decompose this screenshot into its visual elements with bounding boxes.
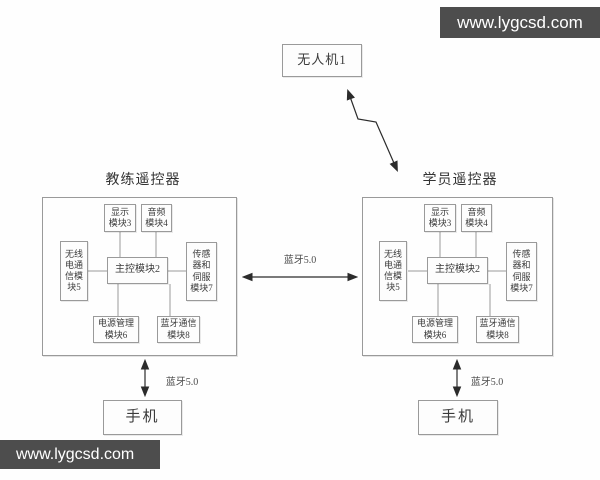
watermark-bottom-left: www.lygcsd.com [0, 440, 160, 469]
coach-audio-module: 音频 模块4 [141, 204, 172, 232]
bluetooth-label-coach-phone: 蓝牙5.0 [165, 377, 199, 388]
coach-radio-module: 无线 电通 信模 块5 [60, 241, 88, 301]
student-sensor-module: 传感 器和 伺服 模块7 [506, 242, 537, 301]
coach-main-module: 主控模块2 [107, 257, 168, 284]
watermark-top-right: www.lygcsd.com [440, 7, 600, 38]
link-arrows [140, 88, 462, 398]
student-internal-connectors [408, 232, 506, 316]
bluetooth-label-middle: 蓝牙5.0 [283, 255, 317, 266]
drone-box: 无人机1 [282, 44, 362, 77]
student-radio-module: 无线 电通 信模 块5 [379, 241, 407, 301]
coach-sensor-module: 传感 器和 伺服 模块7 [186, 242, 217, 301]
coach-phone-box: 手机 [103, 400, 182, 435]
student-main-module: 主控模块2 [427, 257, 488, 284]
student-display-module: 显示 模块3 [424, 204, 456, 232]
coach-bluetooth-module: 蓝牙通信 模块8 [157, 316, 200, 343]
coach-internal-connectors [88, 232, 186, 316]
coach-power-module: 电源管理 模块6 [93, 316, 139, 343]
student-power-module: 电源管理 模块6 [412, 316, 458, 343]
coach-controller-box [42, 197, 237, 356]
drone-to-student-arrow [346, 88, 398, 172]
coach-display-module: 显示 模块3 [104, 204, 136, 232]
bluetooth-label-student-phone: 蓝牙5.0 [470, 377, 504, 388]
student-phone-box: 手机 [418, 400, 498, 435]
student-bluetooth-module: 蓝牙通信 模块8 [476, 316, 519, 343]
student-audio-module: 音频 模块4 [461, 204, 492, 232]
student-controller-title: 学员遥控器 [422, 173, 498, 188]
student-controller-box [362, 197, 553, 356]
coach-controller-title: 教练遥控器 [105, 173, 181, 188]
